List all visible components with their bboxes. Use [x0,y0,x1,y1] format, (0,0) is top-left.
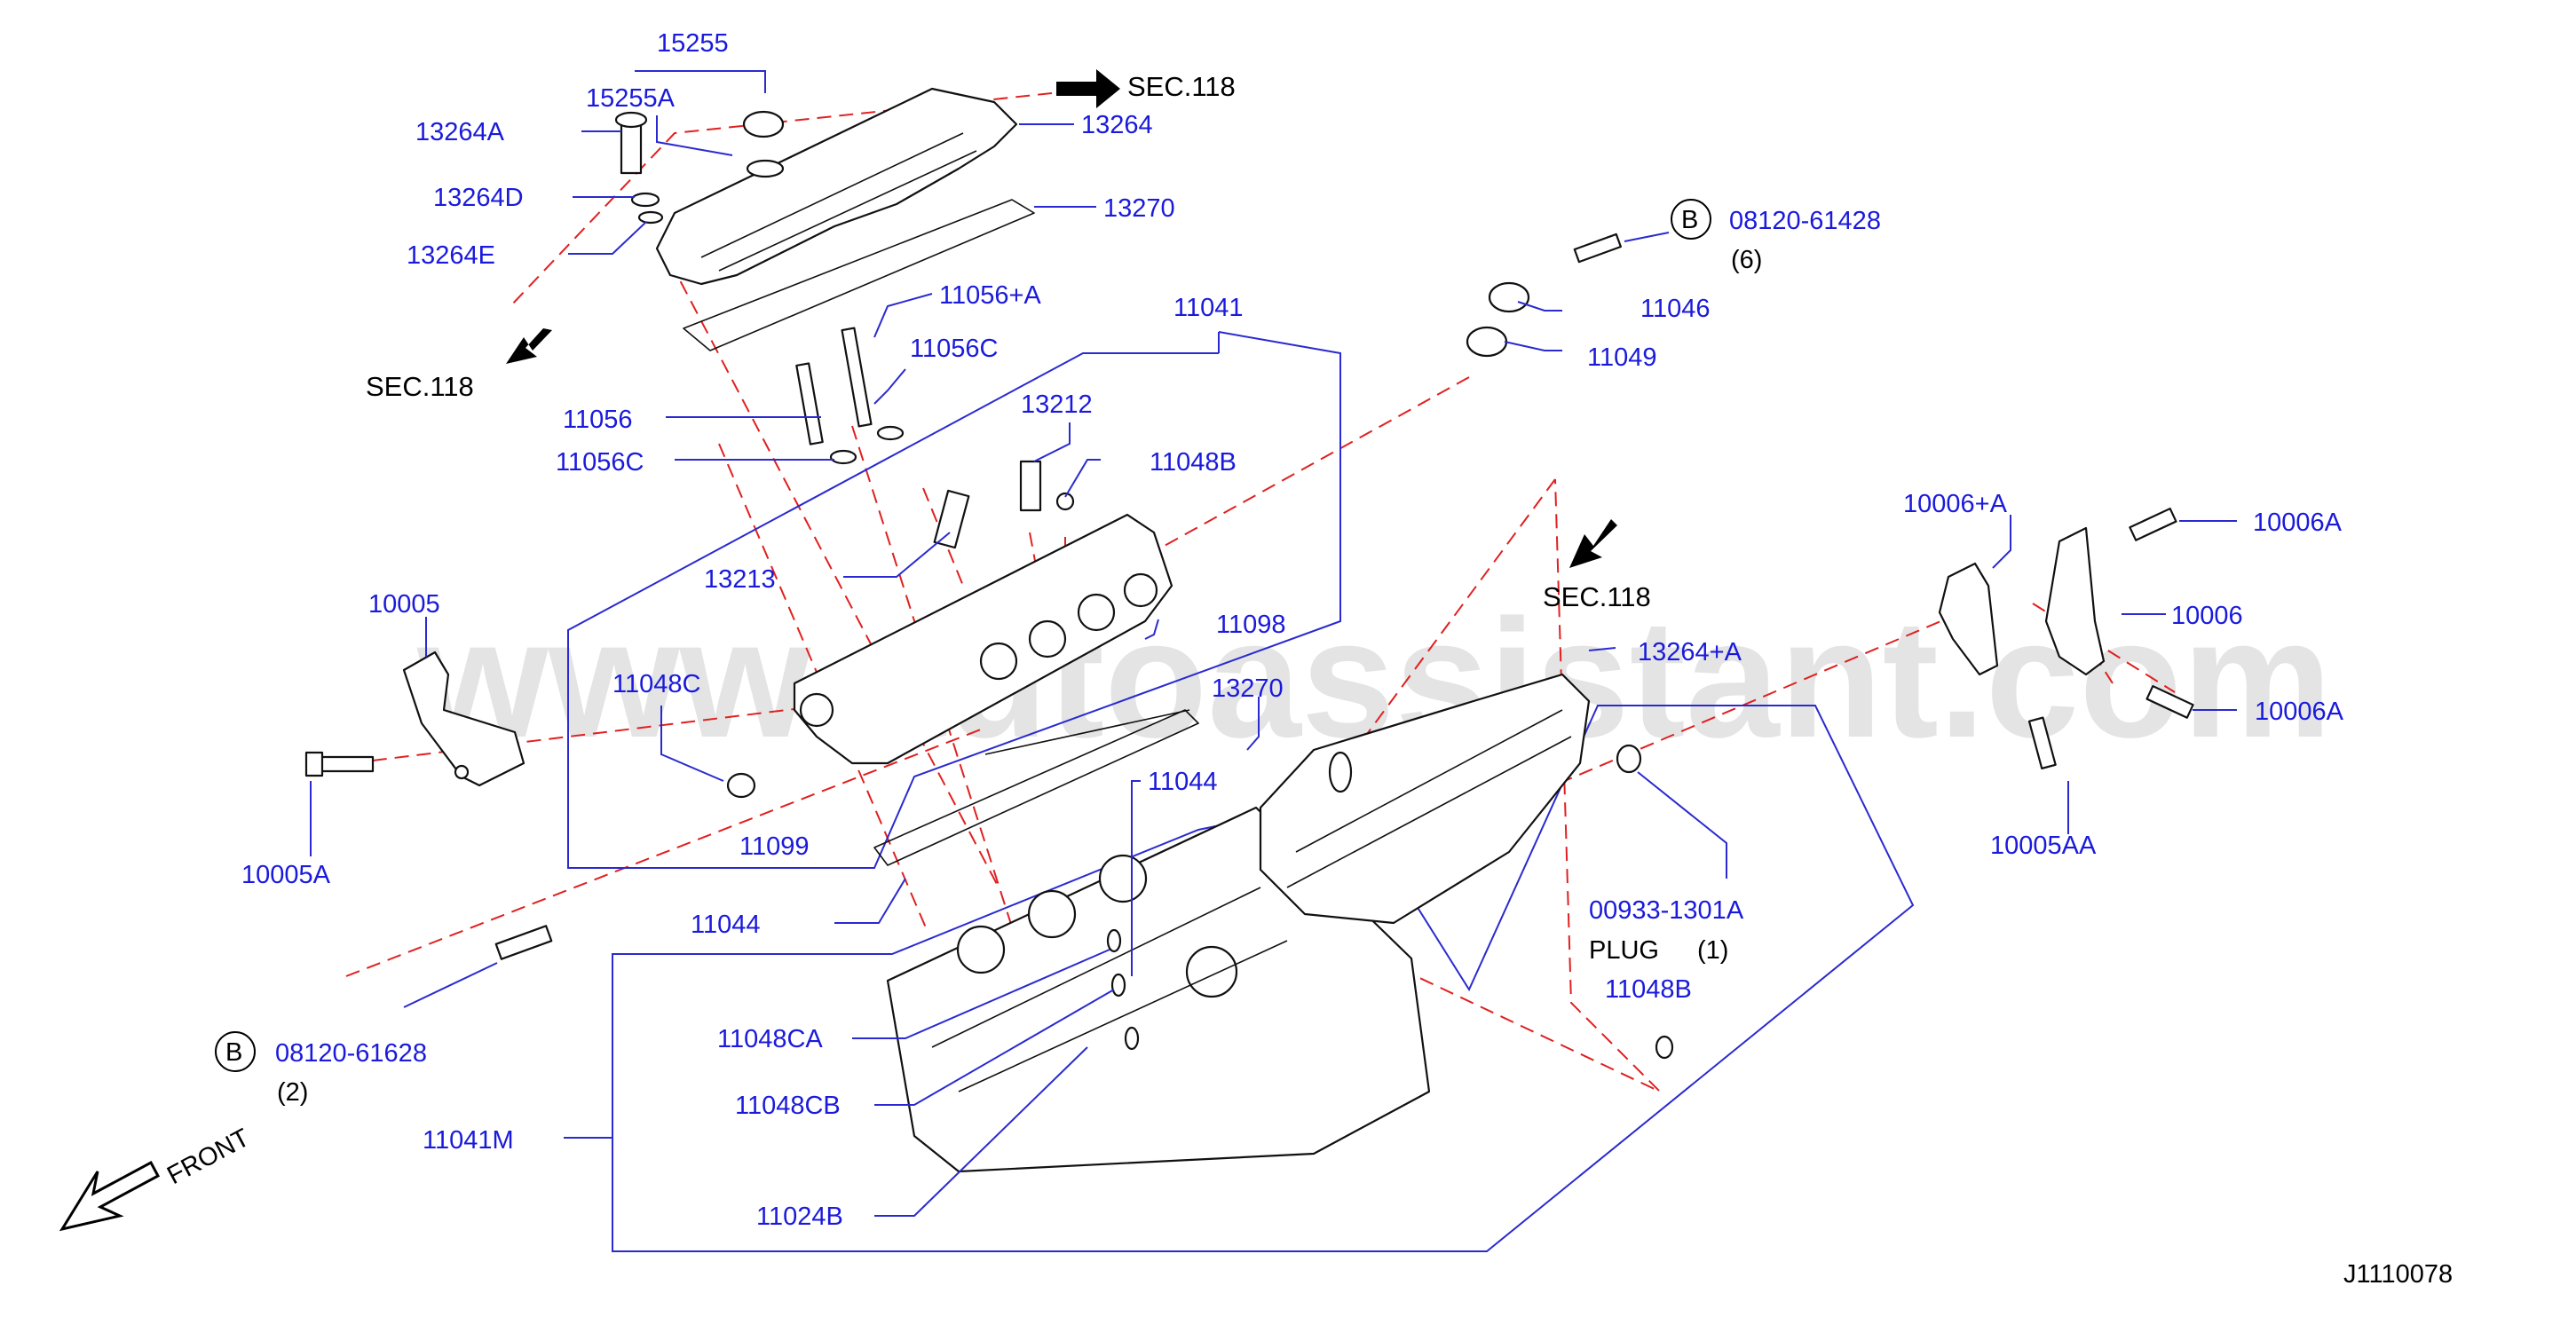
cylinder-head-right [1259,673,1642,925]
part-label[interactable]: 13264+A [1638,638,1742,666]
part-label[interactable]: 11048CA [717,1025,823,1053]
badge-circle [1671,199,1711,240]
part-label[interactable]: 11098 [1216,611,1286,639]
part-label[interactable]: 10006A [2253,509,2343,537]
bracket-10005 [402,651,525,787]
diagram-id: J1110078 [2343,1260,2453,1289]
sec-label[interactable]: SEC.118 [1127,71,1236,102]
part-label[interactable]: 13264E [407,241,495,270]
plug-ref: 00933-1301A PLUG (1) [1589,896,1744,965]
arrow-down-icon [1569,519,1617,568]
arrow-down-left-icon [506,328,552,364]
part-label[interactable]: 11048B [1150,448,1237,477]
part-label[interactable]: 13270 [1212,674,1284,703]
plug-part-no[interactable]: 00933-1301A [1589,896,1744,925]
part-label[interactable]: 13264A [415,118,505,146]
part-label[interactable]: 13213 [704,565,776,594]
part-label[interactable]: 11046 [1640,295,1711,323]
part-label[interactable]: 10005AA [1990,832,2097,860]
part-label[interactable]: 11048C [612,670,700,698]
part-label[interactable]: 13212 [1021,390,1093,419]
assembly-brackets [567,331,1915,1252]
cylinder-head-left [793,460,1173,765]
sec-label[interactable]: SEC.118 [1543,581,1651,612]
sec-label[interactable]: SEC.118 [366,371,474,402]
part-label[interactable]: 11056 [563,406,633,434]
part-label[interactable]: 13270 [1103,194,1175,223]
part-label[interactable]: 10006 [2171,602,2243,630]
gasket-13270 [683,199,1035,351]
sec-arrows [59,69,1617,1232]
badge-circle [215,1031,256,1072]
part-label[interactable]: 11056C [556,448,644,477]
part-label[interactable]: 11044 [691,911,761,939]
part-label[interactable]: 11048B [1605,975,1692,1004]
head-bolts [795,327,905,465]
part-label[interactable]: 15255 [657,29,729,58]
bolt-part-no[interactable]: 08120-61628 [275,1039,427,1068]
front-label: FRONT [162,1124,254,1190]
section-refs: SEC.118 SEC.118 SEC.118 [366,71,1651,612]
part-label[interactable]: 11048CB [735,1092,841,1120]
cover-bolt-13264A [614,111,664,225]
part-label[interactable]: 10005A [241,861,331,889]
part-label[interactable]: 11041 [1173,294,1244,322]
arrow-right-icon [1056,69,1120,108]
part-label[interactable]: 13264D [433,184,524,212]
part-labels: 15255 15255A 13264A 13264D 13264E 13264 … [241,29,2344,1231]
part-label[interactable]: 11041M [423,1126,514,1155]
plug-desc: PLUG [1589,936,1659,965]
part-label[interactable]: 11044 [1148,768,1218,796]
front-arrow-icon [59,1160,161,1232]
part-label[interactable]: 11056C [910,335,998,363]
bolt-badge: B [225,1038,242,1067]
head-gasket-11044 [873,709,1199,866]
bolt-ref-1: B 08120-61428 (6) [1671,199,1881,274]
part-label[interactable]: 11024B [756,1203,843,1231]
part-label[interactable]: 11056+A [939,281,1041,310]
bolt-qty: (2) [277,1078,308,1107]
bolt-qty: (6) [1731,246,1762,274]
part-label[interactable]: 13264 [1081,111,1153,139]
valve-cover-13264 [655,87,1018,286]
part-label[interactable]: 10006+A [1903,490,2008,518]
small-bolts [304,233,2194,1060]
bolt-ref-2: B 08120-61628 (2) [215,1031,427,1107]
plug-qty: (1) [1697,936,1728,965]
part-label[interactable]: 10005 [368,590,440,619]
bolt-part-no[interactable]: 08120-61428 [1729,207,1881,235]
leader-lines [310,70,2237,1217]
part-label[interactable]: 11049 [1587,343,1657,372]
part-label[interactable]: 15255A [586,84,676,113]
part-label[interactable]: 10006A [2255,698,2344,726]
bolt-badge: B [1681,206,1698,234]
part-label[interactable]: 11099 [739,832,810,861]
bracket-10006 [1938,526,2106,676]
